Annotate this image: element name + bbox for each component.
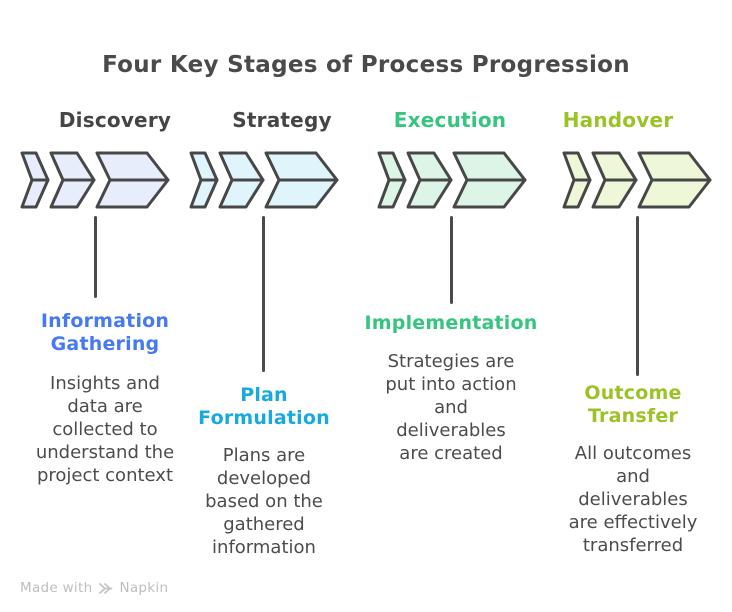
footer-credit: Made with Napkin [20,580,168,596]
chevron-arrows-strategy-icon [189,151,339,209]
stage-label-execution: Implementation [364,312,538,334]
connector-line-discovery [94,216,97,298]
brand-name: Napkin [119,580,169,596]
made-with-text: Made with [20,580,93,596]
connector-line-strategy [262,216,265,372]
stage-label-discovery: Information Gathering [40,310,170,355]
stage-description-handover: All outcomes and deliverables are effect… [568,443,698,556]
diagram-title: Four Key Stages of Process Progression [102,52,630,78]
chevron-arrows-execution-icon [377,151,527,209]
stage-description-execution: Strategies are put into action and deliv… [385,351,517,464]
stage-name-discovery: Discovery [58,108,172,132]
connector-line-execution [450,216,453,304]
chevron-arrows-discovery-icon [20,151,170,209]
stage-label-handover: Outcome Transfer [584,382,682,427]
stage-label-strategy: Plan Formulation [198,384,330,429]
connector-line-handover [636,216,639,376]
stage-description-discovery: Insights and data are collected to under… [35,373,175,486]
stage-name-strategy: Strategy [232,108,332,132]
napkin-logo-icon [99,582,113,594]
stage-name-handover: Handover [562,108,674,132]
stage-description-strategy: Plans are developed based on the gathere… [205,445,323,558]
chevron-arrows-handover-icon [562,151,712,209]
stage-name-execution: Execution [393,108,507,132]
